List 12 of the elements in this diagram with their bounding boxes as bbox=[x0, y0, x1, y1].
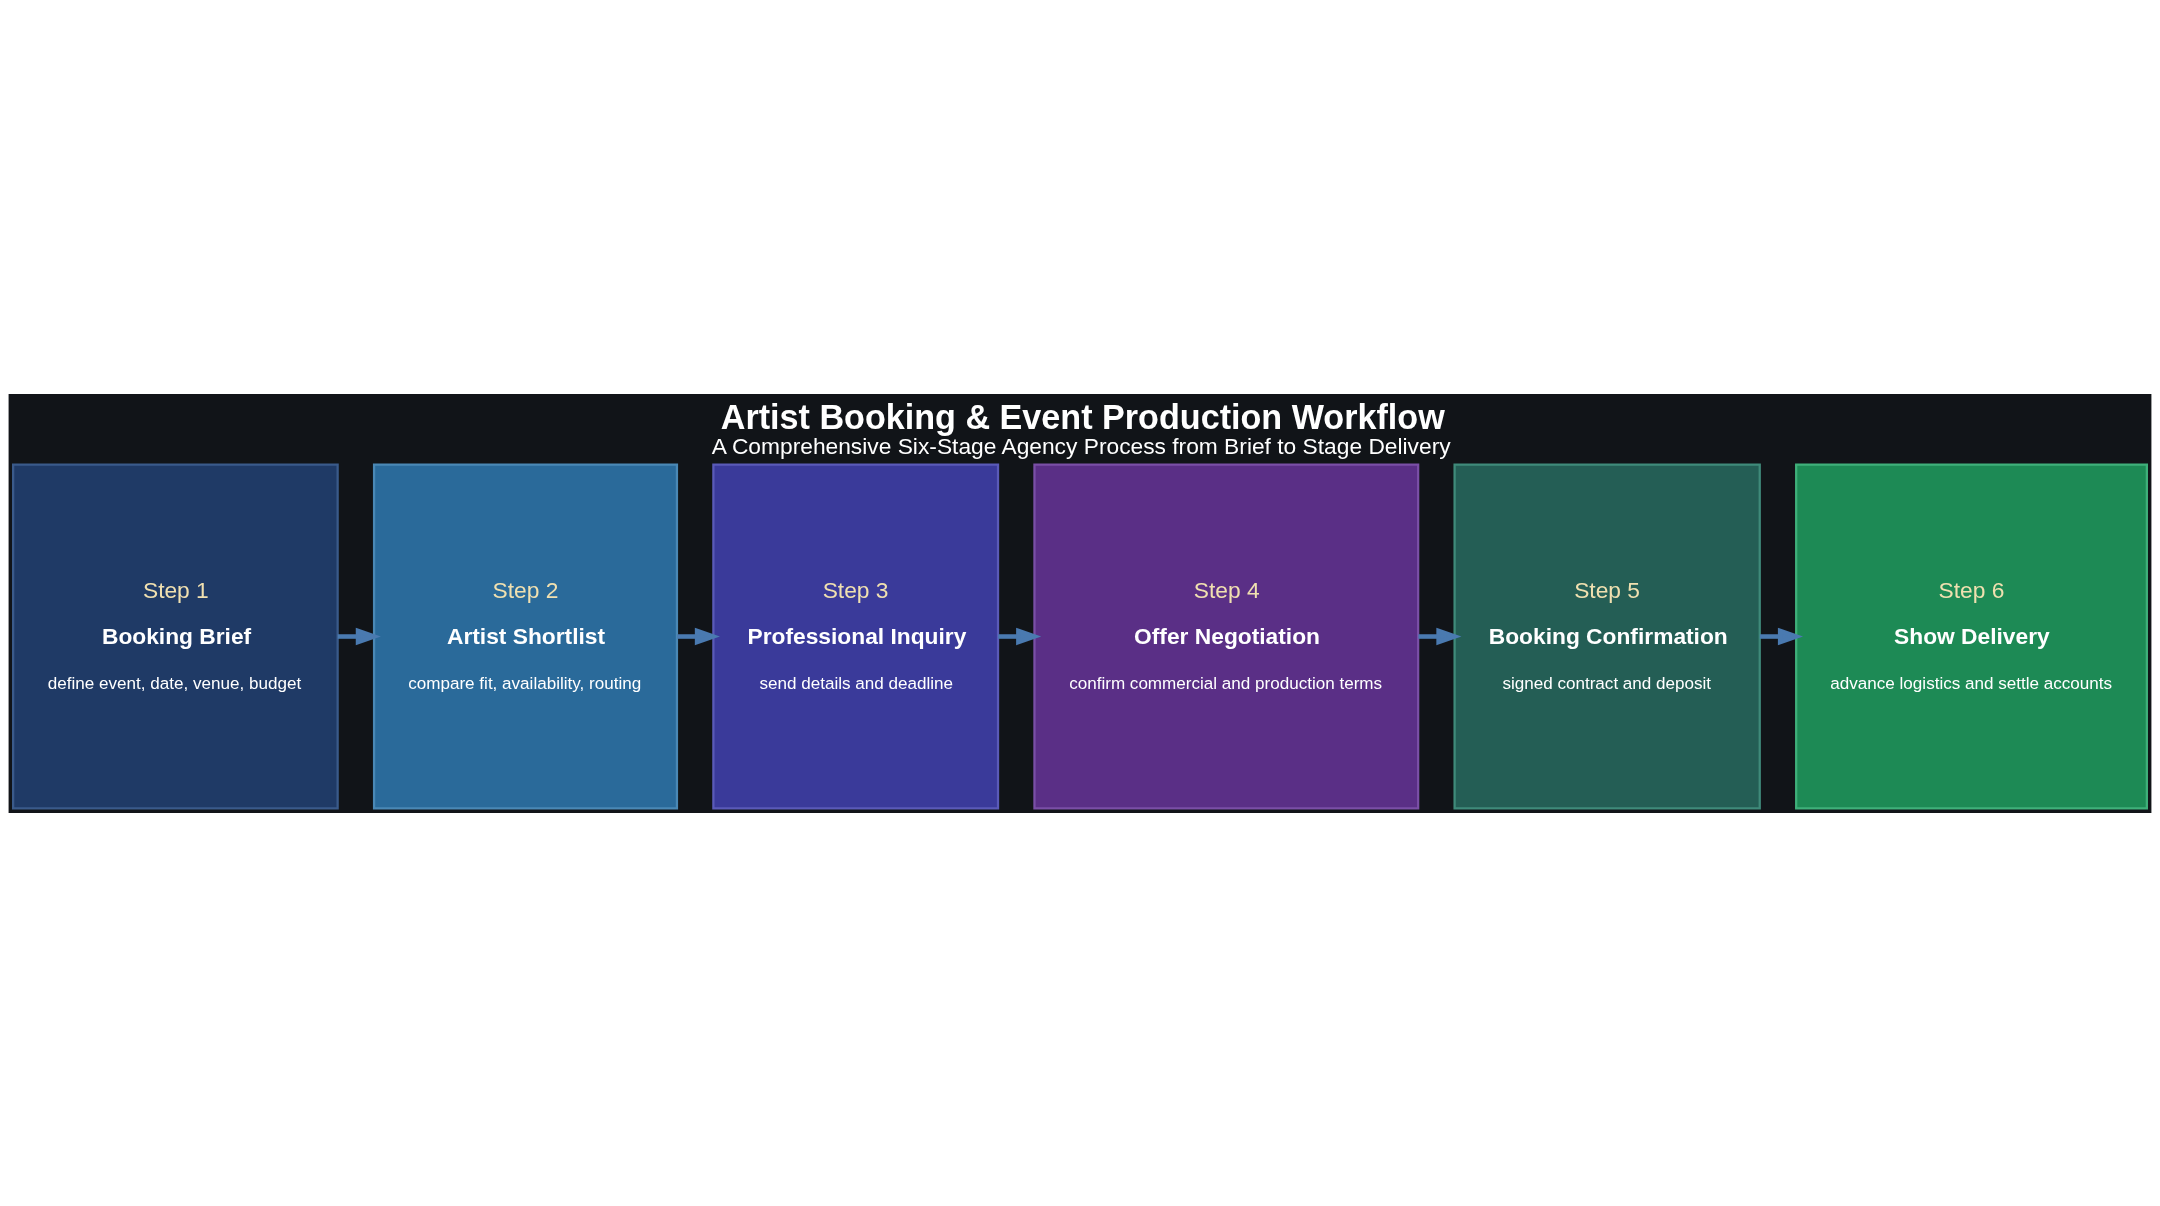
node-box: Step 5 Booking Confirmation signed contract and deposit bbox=[1453, 462, 1761, 810]
arrow bbox=[998, 627, 1042, 645]
node-box: Step 6 Show Delivery advance logistics and settle accounts bbox=[1795, 462, 2148, 810]
arrow bbox=[337, 627, 381, 645]
arrow bbox=[1418, 627, 1462, 645]
arrow bbox=[677, 627, 720, 645]
node-box: Step 4 Offer Negotiation confirm commercial and production terms bbox=[1033, 462, 1420, 810]
node-box: Step 3 Professional Inquiry send details and deadline bbox=[712, 462, 1000, 810]
node-box: Step 2 Artist Shortlist compare fit, availability, routing bbox=[372, 462, 679, 810]
diagram-title: Artist Booking & Event Production Workflow bbox=[720, 397, 1445, 436]
arrow bbox=[1759, 627, 1803, 645]
node-box: Step 1 Booking Brief define event, date, venue, budget bbox=[12, 462, 339, 810]
